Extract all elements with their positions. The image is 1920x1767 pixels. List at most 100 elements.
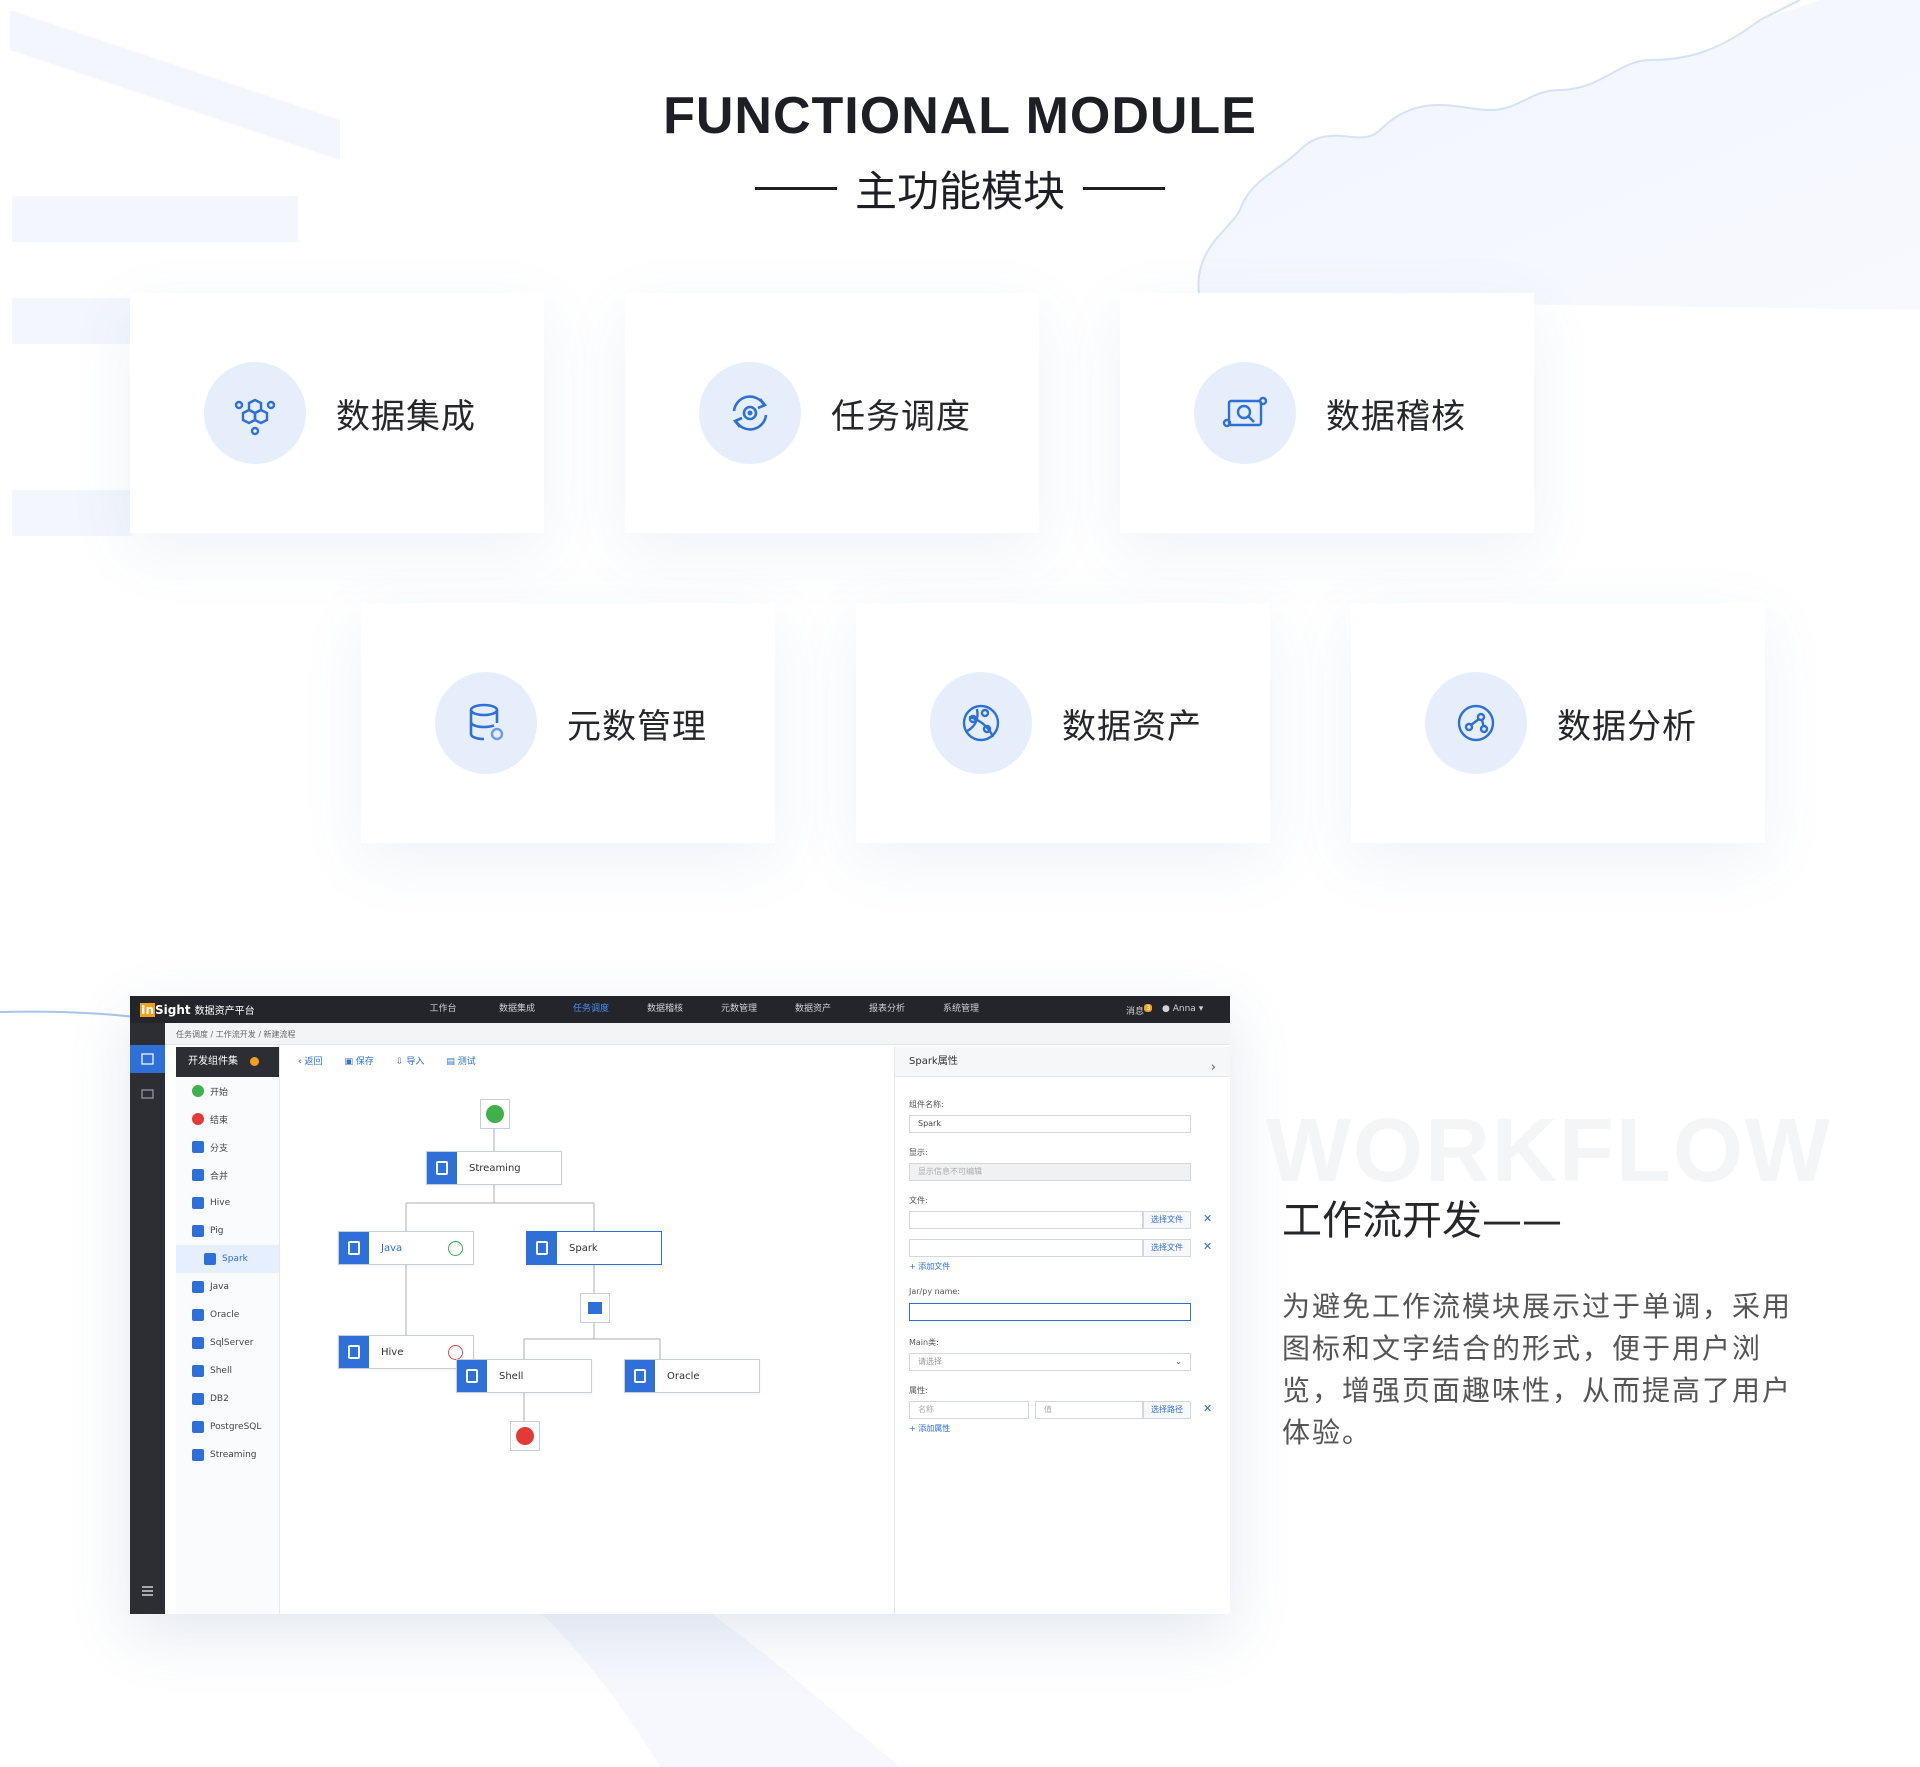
flow-node-spark[interactable]: Spark <box>526 1231 662 1265</box>
user-menu[interactable]: ● Anna ▾ <box>1162 1004 1204 1014</box>
module-label: 数据集成 <box>336 396 476 437</box>
file-input-1[interactable] <box>909 1211 1143 1229</box>
flow-node-oracle[interactable]: Oracle <box>624 1359 760 1393</box>
canvas-toolbar: ‹ 返回 ▣ 保存 ⇩ 导入 ▤ 测试 <box>298 1054 476 1067</box>
flow-node-hive[interactable]: Hive <box>338 1335 474 1369</box>
component-oracle[interactable]: Oracle <box>176 1301 279 1329</box>
analysis-icon <box>1425 672 1527 774</box>
choose-file-button-2[interactable]: 选择文件 <box>1143 1239 1191 1257</box>
module-card-data-assets[interactable]: 数据资产 <box>856 603 1270 843</box>
flow-node-start[interactable] <box>480 1099 510 1129</box>
oracle-icon <box>192 1309 204 1321</box>
component-spark[interactable]: Spark <box>176 1245 279 1273</box>
component-db2[interactable]: DB2 <box>176 1385 279 1413</box>
component-branch[interactable]: 分支 <box>176 1133 279 1161</box>
nav-item-data-audit[interactable]: 数据稽核 <box>646 1004 683 1014</box>
component-java[interactable]: Java <box>176 1273 279 1301</box>
main-class-select[interactable]: 请选择⌄ <box>909 1353 1191 1371</box>
component-name-input[interactable]: Spark <box>909 1115 1191 1133</box>
monitor-icon[interactable] <box>141 1089 154 1101</box>
flow-node-streaming[interactable]: Streaming <box>426 1151 562 1185</box>
nav-item-system[interactable]: 系统管理 <box>942 1004 979 1014</box>
save-button[interactable]: ▣ 保存 <box>344 1057 374 1067</box>
streaming-icon <box>192 1449 204 1461</box>
flow-node-end[interactable] <box>510 1421 540 1451</box>
add-attr-link[interactable]: + 添加属性 <box>909 1424 951 1433</box>
nav-item-data-integration[interactable]: 数据集成 <box>498 1004 535 1014</box>
component-shell[interactable]: Shell <box>176 1357 279 1385</box>
attr-name-input[interactable]: 名称 <box>909 1401 1029 1419</box>
file-input-2[interactable] <box>909 1239 1143 1257</box>
chevron-left-icon: ‹ <box>298 1057 302 1067</box>
breadcrumb: 任务调度 / 工作流开发 / 新建流程 <box>176 1030 296 1039</box>
user-icon: ● <box>1162 1004 1170 1014</box>
component-pig[interactable]: Pig <box>176 1217 279 1245</box>
field-label-jar: Jar/py name: <box>909 1287 960 1296</box>
component-badge <box>250 1056 259 1066</box>
java-icon <box>339 1232 369 1264</box>
module-card-task-schedule[interactable]: 任务调度 <box>625 293 1039 533</box>
stop-icon <box>192 1113 204 1125</box>
workflow-title: 工作流开发—— <box>1282 1198 1562 1244</box>
component-merge[interactable]: 合并 <box>176 1161 279 1189</box>
main-nav: 工作台 数据集成 任务调度 数据稽核 元数管理 数据资产 报表分析 系统管理 <box>406 996 998 1023</box>
import-button[interactable]: ⇩ 导入 <box>395 1057 425 1067</box>
add-file-link[interactable]: + 添加文件 <box>909 1262 951 1271</box>
workflow-description: 为避免工作流模块展示过于单调，采用图标和文字结合的形式，便于用户浏览，增强页面趣… <box>1282 1290 1793 1449</box>
chevron-right-icon[interactable]: › <box>1210 1060 1216 1075</box>
component-postgresql[interactable]: PostgreSQL <box>176 1413 279 1441</box>
module-label: 元数管理 <box>567 706 707 747</box>
component-sqlserver[interactable]: SqlServer <box>176 1329 279 1357</box>
merge-icon <box>192 1169 204 1181</box>
flow-node-branch[interactable] <box>580 1293 610 1323</box>
menu-icon[interactable] <box>141 1585 154 1597</box>
nav-item-task-schedule[interactable]: 任务调度 <box>572 1004 609 1014</box>
module-card-data-integration[interactable]: 数据集成 <box>130 293 544 533</box>
module-card-data-analysis[interactable]: 数据分析 <box>1351 603 1765 843</box>
module-card-metadata[interactable]: 元数管理 <box>361 603 775 843</box>
flow-node-java[interactable]: Java <box>338 1231 474 1265</box>
component-start[interactable]: 开始 <box>176 1077 279 1105</box>
attr-value-input[interactable]: 值 <box>1035 1401 1143 1419</box>
schedule-icon <box>699 362 801 464</box>
component-hive[interactable]: Hive <box>176 1189 279 1217</box>
remove-file-icon-2[interactable]: ✕ <box>1203 1240 1213 1253</box>
nav-item-metadata[interactable]: 元数管理 <box>720 1004 757 1014</box>
nav-item-reports[interactable]: 报表分析 <box>868 1004 905 1014</box>
test-button[interactable]: ▤ 测试 <box>446 1057 476 1067</box>
message-badge: 3 <box>1144 1004 1153 1012</box>
title-line-right <box>1083 187 1165 190</box>
flow-node-shell[interactable]: Shell <box>456 1359 592 1393</box>
globe-icon <box>930 672 1032 774</box>
rail-item-active[interactable] <box>130 1045 165 1073</box>
nav-item-data-assets[interactable]: 数据资产 <box>794 1004 831 1014</box>
remove-attr-icon[interactable]: ✕ <box>1203 1402 1213 1415</box>
choose-file-button-1[interactable]: 选择文件 <box>1143 1211 1191 1229</box>
section-title-cn-text: 主功能模块 <box>854 167 1065 216</box>
streaming-icon <box>427 1152 457 1184</box>
workflow-watermark: WORKFLOW <box>1266 1101 1832 1201</box>
component-end[interactable]: 结束 <box>176 1105 279 1133</box>
hive-icon <box>192 1197 204 1209</box>
sqlserver-icon <box>192 1337 204 1349</box>
play-icon <box>192 1085 204 1097</box>
component-streaming[interactable]: Streaming <box>176 1441 279 1469</box>
oracle-icon <box>625 1360 655 1392</box>
display-input: 显示信息不可编辑 <box>909 1163 1191 1181</box>
module-label: 数据稽核 <box>1326 396 1466 437</box>
choose-path-button[interactable]: 选择路径 <box>1143 1401 1191 1419</box>
field-label-main: Main类: <box>909 1338 939 1347</box>
back-button[interactable]: ‹ 返回 <box>298 1057 323 1067</box>
db2-icon <box>192 1393 204 1405</box>
audit-icon <box>1194 362 1296 464</box>
properties-title: Spark属性› <box>895 1047 1230 1077</box>
remove-file-icon-1[interactable]: ✕ <box>1203 1212 1213 1225</box>
cubes-icon <box>204 362 306 464</box>
jar-name-input[interactable] <box>909 1303 1191 1321</box>
module-card-data-audit[interactable]: 数据稽核 <box>1120 293 1534 533</box>
nav-item-workbench[interactable]: 工作台 <box>429 1004 457 1014</box>
java-icon <box>192 1281 204 1293</box>
